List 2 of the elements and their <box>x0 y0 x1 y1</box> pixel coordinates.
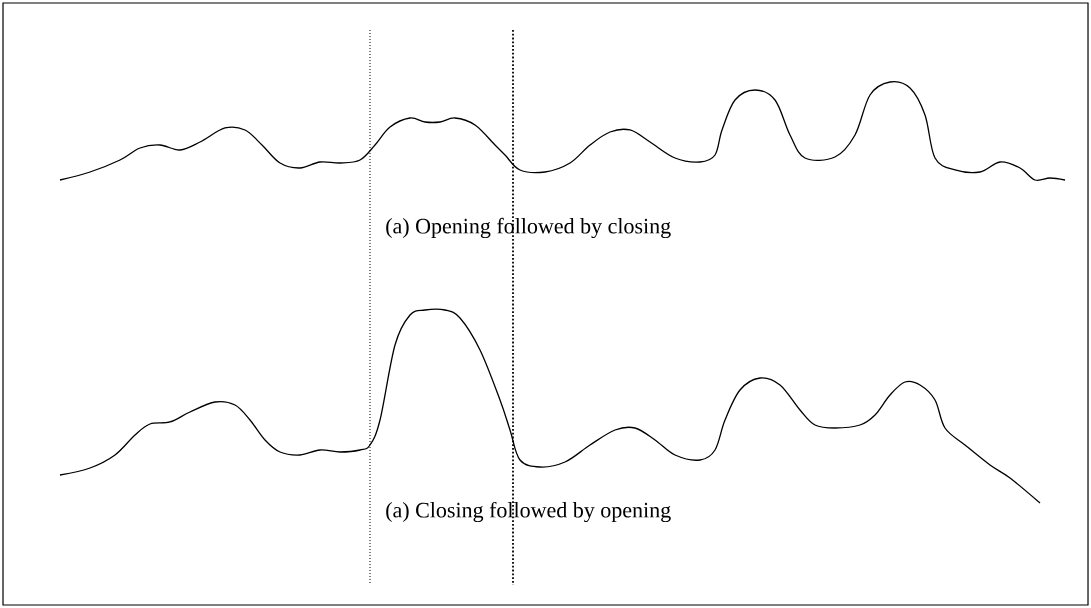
caption: (a) Closing followed by opening <box>386 501 671 523</box>
caption: (a) Opening followed by closing <box>386 217 671 239</box>
